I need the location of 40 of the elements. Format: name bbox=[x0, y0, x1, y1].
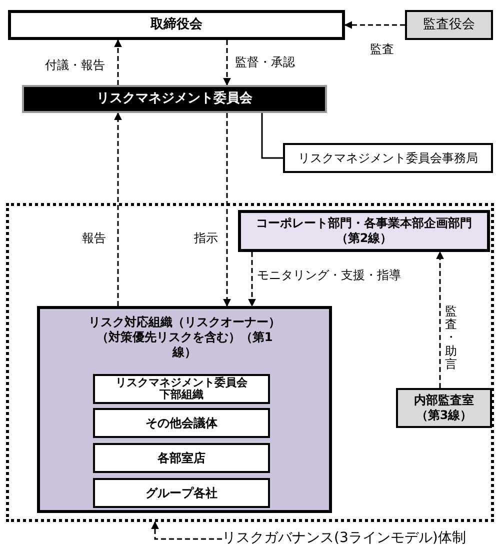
connector-line bbox=[261, 113, 283, 159]
node-label: 取締役会 bbox=[150, 16, 202, 34]
node-label: リスクマネジメント委員会事務局 bbox=[298, 150, 478, 166]
organization-box bbox=[37, 306, 332, 513]
node-label: 内部監査室（第3線） bbox=[412, 393, 475, 423]
node-label: その他会議体 bbox=[146, 416, 218, 430]
edge-label: 報告 bbox=[82, 231, 106, 246]
department-box bbox=[238, 210, 490, 252]
arrow bbox=[344, 21, 405, 29]
node-label: リスクマネジメント委員会下部組織 bbox=[116, 377, 248, 401]
arrow bbox=[223, 40, 231, 86]
arrow bbox=[114, 39, 122, 85]
edge-label: 監査 bbox=[370, 42, 394, 56]
node-label: 各部室店 bbox=[158, 450, 206, 466]
node-label: リスク対応組織（リスクオーナー）（対策優先リスクを含む）（第1線） bbox=[87, 315, 282, 360]
node-label: コーポレート部門・各事業本部企画部門（第2線） bbox=[254, 216, 473, 246]
audit-box bbox=[396, 388, 492, 428]
arrow bbox=[436, 251, 444, 388]
committee-box bbox=[22, 85, 327, 113]
edge-label: 監督・承認 bbox=[235, 55, 295, 70]
edge-label: 監査・助言 bbox=[445, 305, 457, 371]
node-label: グループ各社 bbox=[146, 486, 218, 500]
node-label: リスクマネジメント委員会 bbox=[96, 90, 252, 108]
dotted-region bbox=[6, 203, 494, 522]
auditor-box bbox=[405, 10, 493, 40]
node-label: 監査役会 bbox=[423, 16, 475, 34]
unit-box bbox=[93, 443, 270, 473]
unit-box bbox=[93, 408, 270, 438]
arrow bbox=[151, 521, 222, 540]
edge-label: 指示 bbox=[194, 231, 218, 246]
unit-box bbox=[93, 478, 270, 508]
edge-label: モニタリング・支援・指導 bbox=[257, 268, 401, 282]
node-label: リスクガバナンス(3ラインモデル)体制 bbox=[222, 530, 466, 548]
unit-box bbox=[93, 374, 270, 404]
arrow bbox=[223, 113, 231, 307]
edge-label: 付議・報告 bbox=[45, 58, 105, 72]
office-box bbox=[283, 143, 493, 173]
arrow bbox=[248, 252, 256, 307]
board-box bbox=[8, 10, 345, 40]
arrow bbox=[114, 112, 122, 306]
